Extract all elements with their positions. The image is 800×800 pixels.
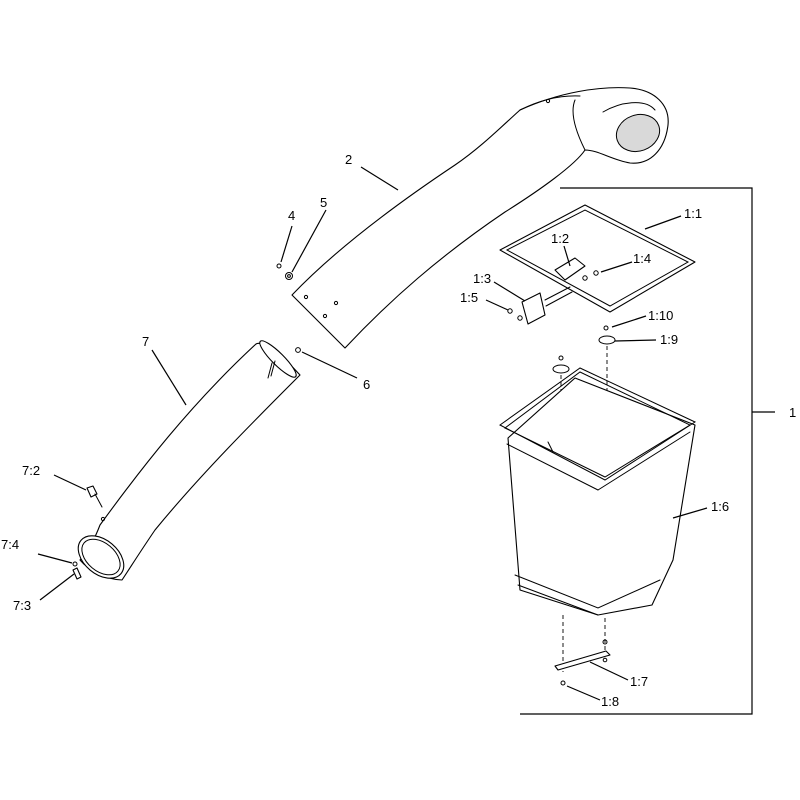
callout-1: 1 [789, 405, 796, 420]
screw-7-3 [72, 567, 82, 580]
callout-1-6: 1:6 [711, 499, 729, 514]
callout-1-4: 1:4 [633, 251, 651, 266]
bolt-7-2 [86, 485, 98, 498]
screw-1-5 [507, 308, 513, 314]
washer-7-4 [72, 561, 78, 567]
upper-discharge-tube [291, 87, 669, 349]
hardware-1-7-1-8 [554, 639, 611, 686]
screw-4 [276, 263, 282, 269]
callout-1-10: 1:10 [648, 308, 673, 323]
hardware-7 [72, 485, 103, 580]
callout-1-9: 1:9 [660, 332, 678, 347]
hardware-4-5-6 [276, 263, 301, 353]
lower-discharge-tube [77, 340, 301, 581]
callout-1-5: 1:5 [460, 290, 478, 305]
callout-7: 7 [142, 334, 149, 349]
bag-frame-assembly [499, 204, 696, 325]
callout-1-1: 1:1 [684, 206, 702, 221]
callout-1-2: 1:2 [551, 231, 569, 246]
callout-2: 2 [345, 152, 352, 167]
callout-7-4: 7:4 [1, 537, 19, 552]
plate-1-3 [521, 292, 546, 325]
callout-7-3: 7:3 [13, 598, 31, 613]
strip-1-7 [554, 650, 611, 671]
hardware-1-9-1-10 [552, 325, 616, 374]
callout-1-7: 1:7 [630, 674, 648, 689]
callout-7-2: 7:2 [22, 463, 40, 478]
screw-1-4 [593, 270, 599, 276]
callout-labels: 1 1:1 1:2 1:3 1:4 1:5 1:6 1:7 1:8 1:9 1:… [1, 152, 796, 709]
callout-5: 5 [320, 195, 327, 210]
callout-1-8: 1:8 [601, 694, 619, 709]
grass-bag [499, 367, 697, 616]
nut-6 [295, 347, 301, 353]
callout-4: 4 [288, 208, 295, 223]
washer-5 [285, 272, 293, 280]
callout-6: 6 [363, 377, 370, 392]
group-bracket-1 [520, 187, 775, 715]
leader-lines [37, 166, 708, 701]
washer-1-9 [598, 335, 616, 345]
screw-1-10 [603, 325, 609, 331]
callout-1-3: 1:3 [473, 271, 491, 286]
screw-1-8 [560, 680, 566, 686]
